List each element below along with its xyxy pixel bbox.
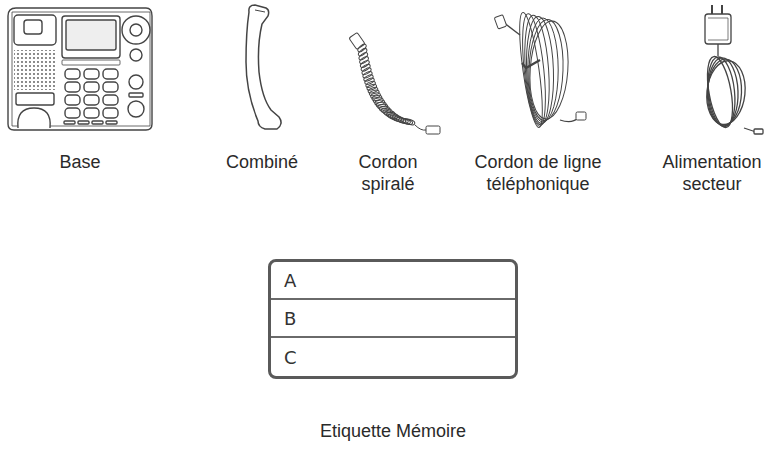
part-name: Base <box>25 151 135 173</box>
label-row: A <box>271 262 515 300</box>
key <box>84 108 99 118</box>
label-row: B <box>271 300 515 338</box>
function-key <box>64 121 75 124</box>
part-name: Combiné <box>207 151 317 173</box>
telephone-line-cord <box>494 11 586 128</box>
part-name: Cordon de ligne téléphonique <box>465 151 611 195</box>
label-title: Etiquette Mémoire <box>231 420 555 442</box>
function-key <box>78 121 89 124</box>
key <box>103 69 118 79</box>
key <box>65 82 80 92</box>
memory-label: Etiquette MémoireABC <box>268 259 518 379</box>
key <box>103 95 118 105</box>
function-key <box>92 121 103 124</box>
cord-loop <box>528 18 558 122</box>
key <box>84 82 99 92</box>
key <box>84 95 99 105</box>
cord-loop <box>527 20 571 120</box>
power-adapter <box>703 5 763 134</box>
coil-loop <box>404 118 415 126</box>
cable-loop <box>704 59 748 127</box>
key <box>84 69 99 79</box>
label-row: C <box>271 338 515 376</box>
key <box>65 108 80 118</box>
key <box>65 69 80 79</box>
row-letter: C <box>284 347 297 368</box>
row-letter: B <box>284 308 296 329</box>
cord-loop <box>527 19 565 121</box>
handset <box>246 5 281 129</box>
key <box>103 108 118 118</box>
part-name: Alimentation secteur <box>650 151 774 195</box>
function-key <box>106 121 117 124</box>
key <box>103 82 118 92</box>
coiled-cord <box>349 32 440 134</box>
phone-base <box>8 8 152 130</box>
row-letter: A <box>284 270 296 291</box>
part-name: Cordon spiralé <box>345 151 431 195</box>
key <box>65 95 80 105</box>
